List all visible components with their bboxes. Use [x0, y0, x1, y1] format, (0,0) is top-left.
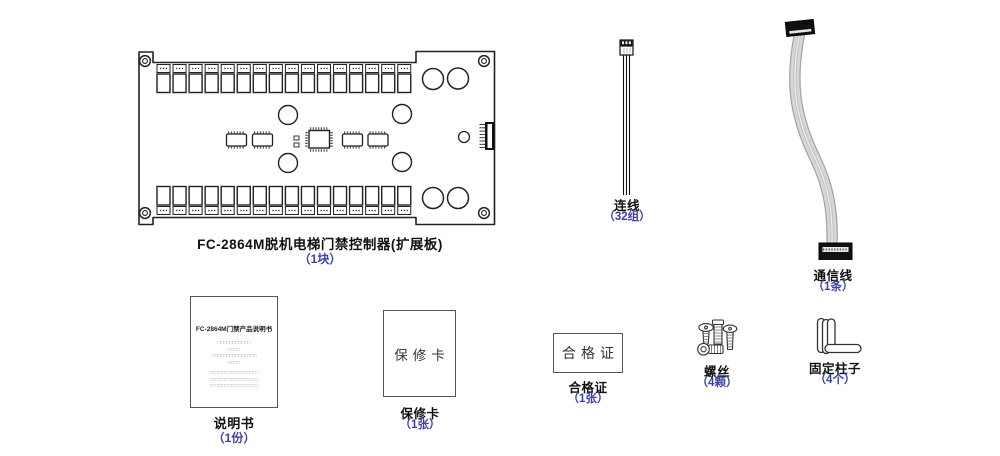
comm-cable-illustration — [784, 19, 853, 260]
wire-count: （32组） — [603, 211, 651, 223]
comm-cable-count: （1条） — [812, 281, 854, 293]
warranty-label: 保修卡 — [400, 407, 440, 421]
relay-row-bottom — [156, 185, 412, 215]
manual-cover-line: □□□□□□□□□□□ — [217, 340, 251, 346]
manual-cover-title: FC-2864M门禁产品说明书 — [195, 326, 273, 333]
board-count: （1块） — [298, 252, 342, 266]
ribbon-cable-icon — [789, 30, 838, 244]
warranty-card-text: 保修卡 — [394, 347, 450, 363]
certificate-count: （1张） — [567, 393, 609, 405]
manual-cover: FC-2864M门禁产品说明书 □□□□□□□□□□□ □□□□ □□□□□□□… — [190, 296, 278, 408]
wire-illustration — [619, 39, 634, 195]
certificate-card: 合格证 — [553, 333, 623, 373]
comm-connector-bottom-icon — [818, 242, 853, 260]
small-ic-icon — [225, 131, 389, 149]
manual-cover-line: □□□□□□□□□□□□□□□□ — [209, 376, 259, 383]
manual-count: （1份） — [212, 431, 256, 445]
certificate-label: 合格证 — [568, 381, 608, 395]
edge-connector-icon — [479, 122, 495, 150]
screws-label: 螺丝 — [703, 365, 730, 379]
pillars-count: （4个） — [814, 374, 856, 386]
relay-row-top — [156, 64, 412, 94]
manual-cover-line: □□□□ — [227, 359, 241, 366]
screws-count: （4颗） — [696, 377, 738, 389]
warranty-card: 保修卡 — [383, 310, 456, 397]
screws-icon — [697, 319, 738, 356]
right-pad-icon — [421, 67, 471, 210]
pillars-icon — [816, 317, 862, 355]
warranty-count: （1张） — [399, 419, 441, 431]
comm-cable-label: 通信线 — [813, 269, 853, 283]
wire-label: 连线 — [613, 199, 640, 213]
mounting-hole-icon — [138, 54, 491, 220]
mcu-chip-icon — [293, 127, 333, 152]
capacitor-icon — [277, 103, 413, 174]
manual-cover-line: □□□□□□□□□□□□□□□□ — [209, 383, 259, 389]
manual-label: 说明书 — [213, 416, 255, 431]
pillars-label: 固定柱子 — [808, 362, 861, 376]
manual-cover-line: □□□□□□□□□□□□□□□□ — [209, 370, 259, 376]
manual-cover-line: □□□□ — [227, 346, 241, 353]
comm-connector-top-icon — [784, 19, 816, 37]
board-caption: FC-2864M脱机电梯门禁控制器(扩展板) — [197, 237, 443, 252]
wire-connector-icon — [619, 39, 634, 56]
certificate-card-text: 合格证 — [562, 347, 619, 362]
manual-cover-line: □□□□□□□□□□□□□□□ — [211, 353, 257, 359]
manual-cover-text: □□□□□□□□□□□ □□□□ □□□□□□□□□□□□□□□ □□□□ □□… — [191, 340, 277, 390]
wire-strands-icon — [622, 55, 631, 195]
pcb-board-illustration — [138, 50, 496, 226]
